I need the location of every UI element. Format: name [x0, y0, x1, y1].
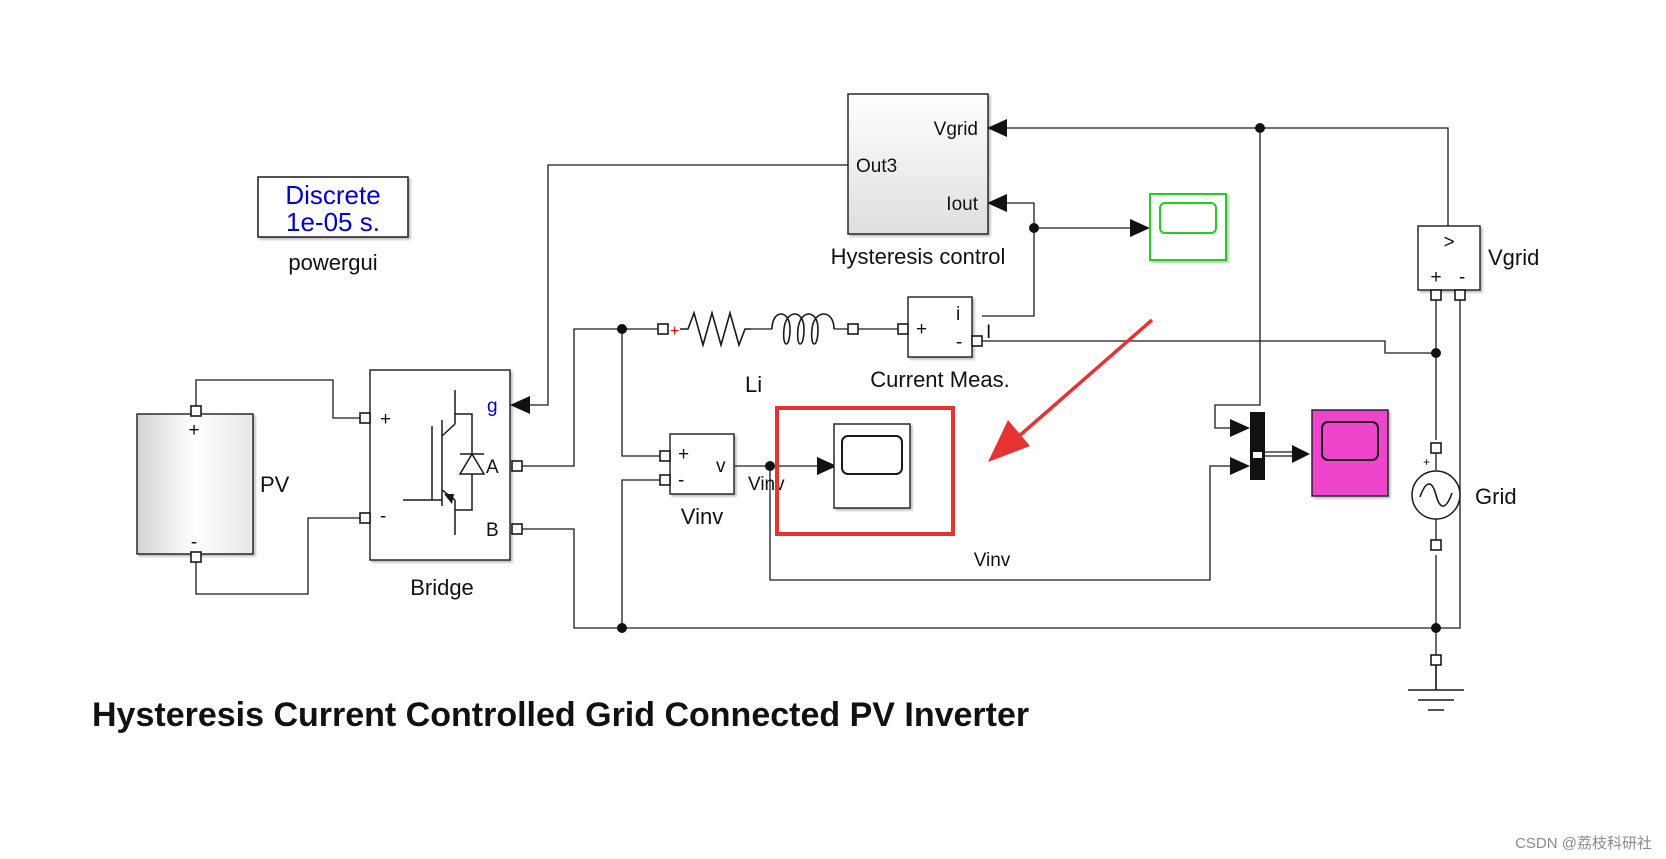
vinv-meas-v: v: [716, 456, 726, 477]
arrowheads: [510, 119, 1310, 475]
grid-label: Grid: [1475, 484, 1517, 509]
vinv-scope[interactable]: [833, 423, 911, 509]
vgrid-voltage-measurement-block[interactable]: > + - Vgrid: [1417, 225, 1539, 301]
scope-icon: [1321, 421, 1379, 461]
bridge-port-a: A: [486, 457, 499, 478]
mux-icon: [1250, 412, 1265, 480]
annotation-arrow: [988, 318, 1154, 462]
bridge-block[interactable]: + - g A B Bridge: [359, 369, 523, 600]
vinv-voltage-measurement-block[interactable]: + - v Vinv Vinv: [659, 433, 785, 529]
vgrid-meas-plus: +: [1430, 267, 1441, 288]
vgrid-meas-minus: -: [1459, 267, 1465, 288]
current-meas-i: i: [956, 304, 960, 325]
svg-text:+: +: [670, 323, 679, 340]
current-meas-minus: -: [956, 332, 962, 353]
diagram-title: Hysteresis Current Controlled Grid Conne…: [92, 696, 1029, 734]
ground-icon: [1408, 665, 1464, 711]
rl-branch[interactable]: + Li: [657, 310, 859, 397]
igbt-diode-icon: [403, 390, 486, 535]
junctions: [617, 123, 1441, 633]
vinv-wire-label: Vinv: [974, 550, 1011, 571]
hysteresis-port-vgrid: Vgrid: [934, 119, 978, 140]
hysteresis-port-out3: Out3: [856, 156, 897, 177]
vinv-signal-tag: Vinv: [748, 474, 785, 495]
inductor-icon: [771, 313, 835, 345]
svg-text:+: +: [1423, 455, 1430, 469]
pv-array-block[interactable]: + - PV: [136, 405, 290, 563]
grid-source-block[interactable]: + Grid: [1411, 442, 1517, 551]
current-meas-plus: +: [916, 319, 927, 340]
vinv-meas-label: Vinv: [681, 504, 723, 529]
bridge-port-minus: -: [380, 506, 386, 527]
current-scope[interactable]: [1149, 193, 1227, 261]
powergui-label: powergui: [288, 250, 377, 275]
watermark: CSDN @荔枝科研社: [1515, 835, 1652, 852]
hysteresis-control-block[interactable]: Vgrid Out3 Iout Hysteresis control: [831, 93, 1006, 269]
pv-minus-label: -: [191, 532, 197, 553]
vgrid-meas-label: Vgrid: [1488, 245, 1539, 270]
powergui-line1: Discrete: [285, 180, 380, 210]
bridge-port-b: B: [486, 520, 499, 541]
hysteresis-port-iout: Iout: [946, 194, 978, 215]
current-signal-tag: I: [986, 322, 991, 343]
scope-icon: [1159, 202, 1217, 234]
bridge-label: Bridge: [410, 575, 474, 600]
highlight-box: [775, 406, 955, 536]
bridge-port-g: g: [487, 396, 498, 417]
vinv-meas-minus: -: [678, 470, 684, 491]
powergui-line2: 1e-05 s.: [286, 207, 380, 237]
pv-label: PV: [260, 472, 290, 497]
comparison-scope[interactable]: [1311, 409, 1389, 497]
mux-block[interactable]: [1250, 412, 1265, 480]
current-meas-label: Current Meas.: [870, 367, 1009, 392]
resistor-icon: [680, 310, 751, 348]
hysteresis-label: Hysteresis control: [831, 244, 1006, 269]
pv-plus-label: +: [188, 420, 199, 441]
ground-block[interactable]: [1408, 654, 1464, 711]
bridge-port-plus: +: [380, 409, 391, 430]
inductor-label: Li: [745, 372, 762, 397]
powergui-block[interactable]: Discrete 1e-05 s. powergui: [257, 176, 409, 275]
current-measurement-block[interactable]: + i - I Current Meas.: [870, 296, 1010, 392]
scope-icon: [841, 435, 903, 475]
vinv-meas-plus: +: [678, 444, 689, 465]
vgrid-meas-symbol: >: [1443, 232, 1454, 253]
